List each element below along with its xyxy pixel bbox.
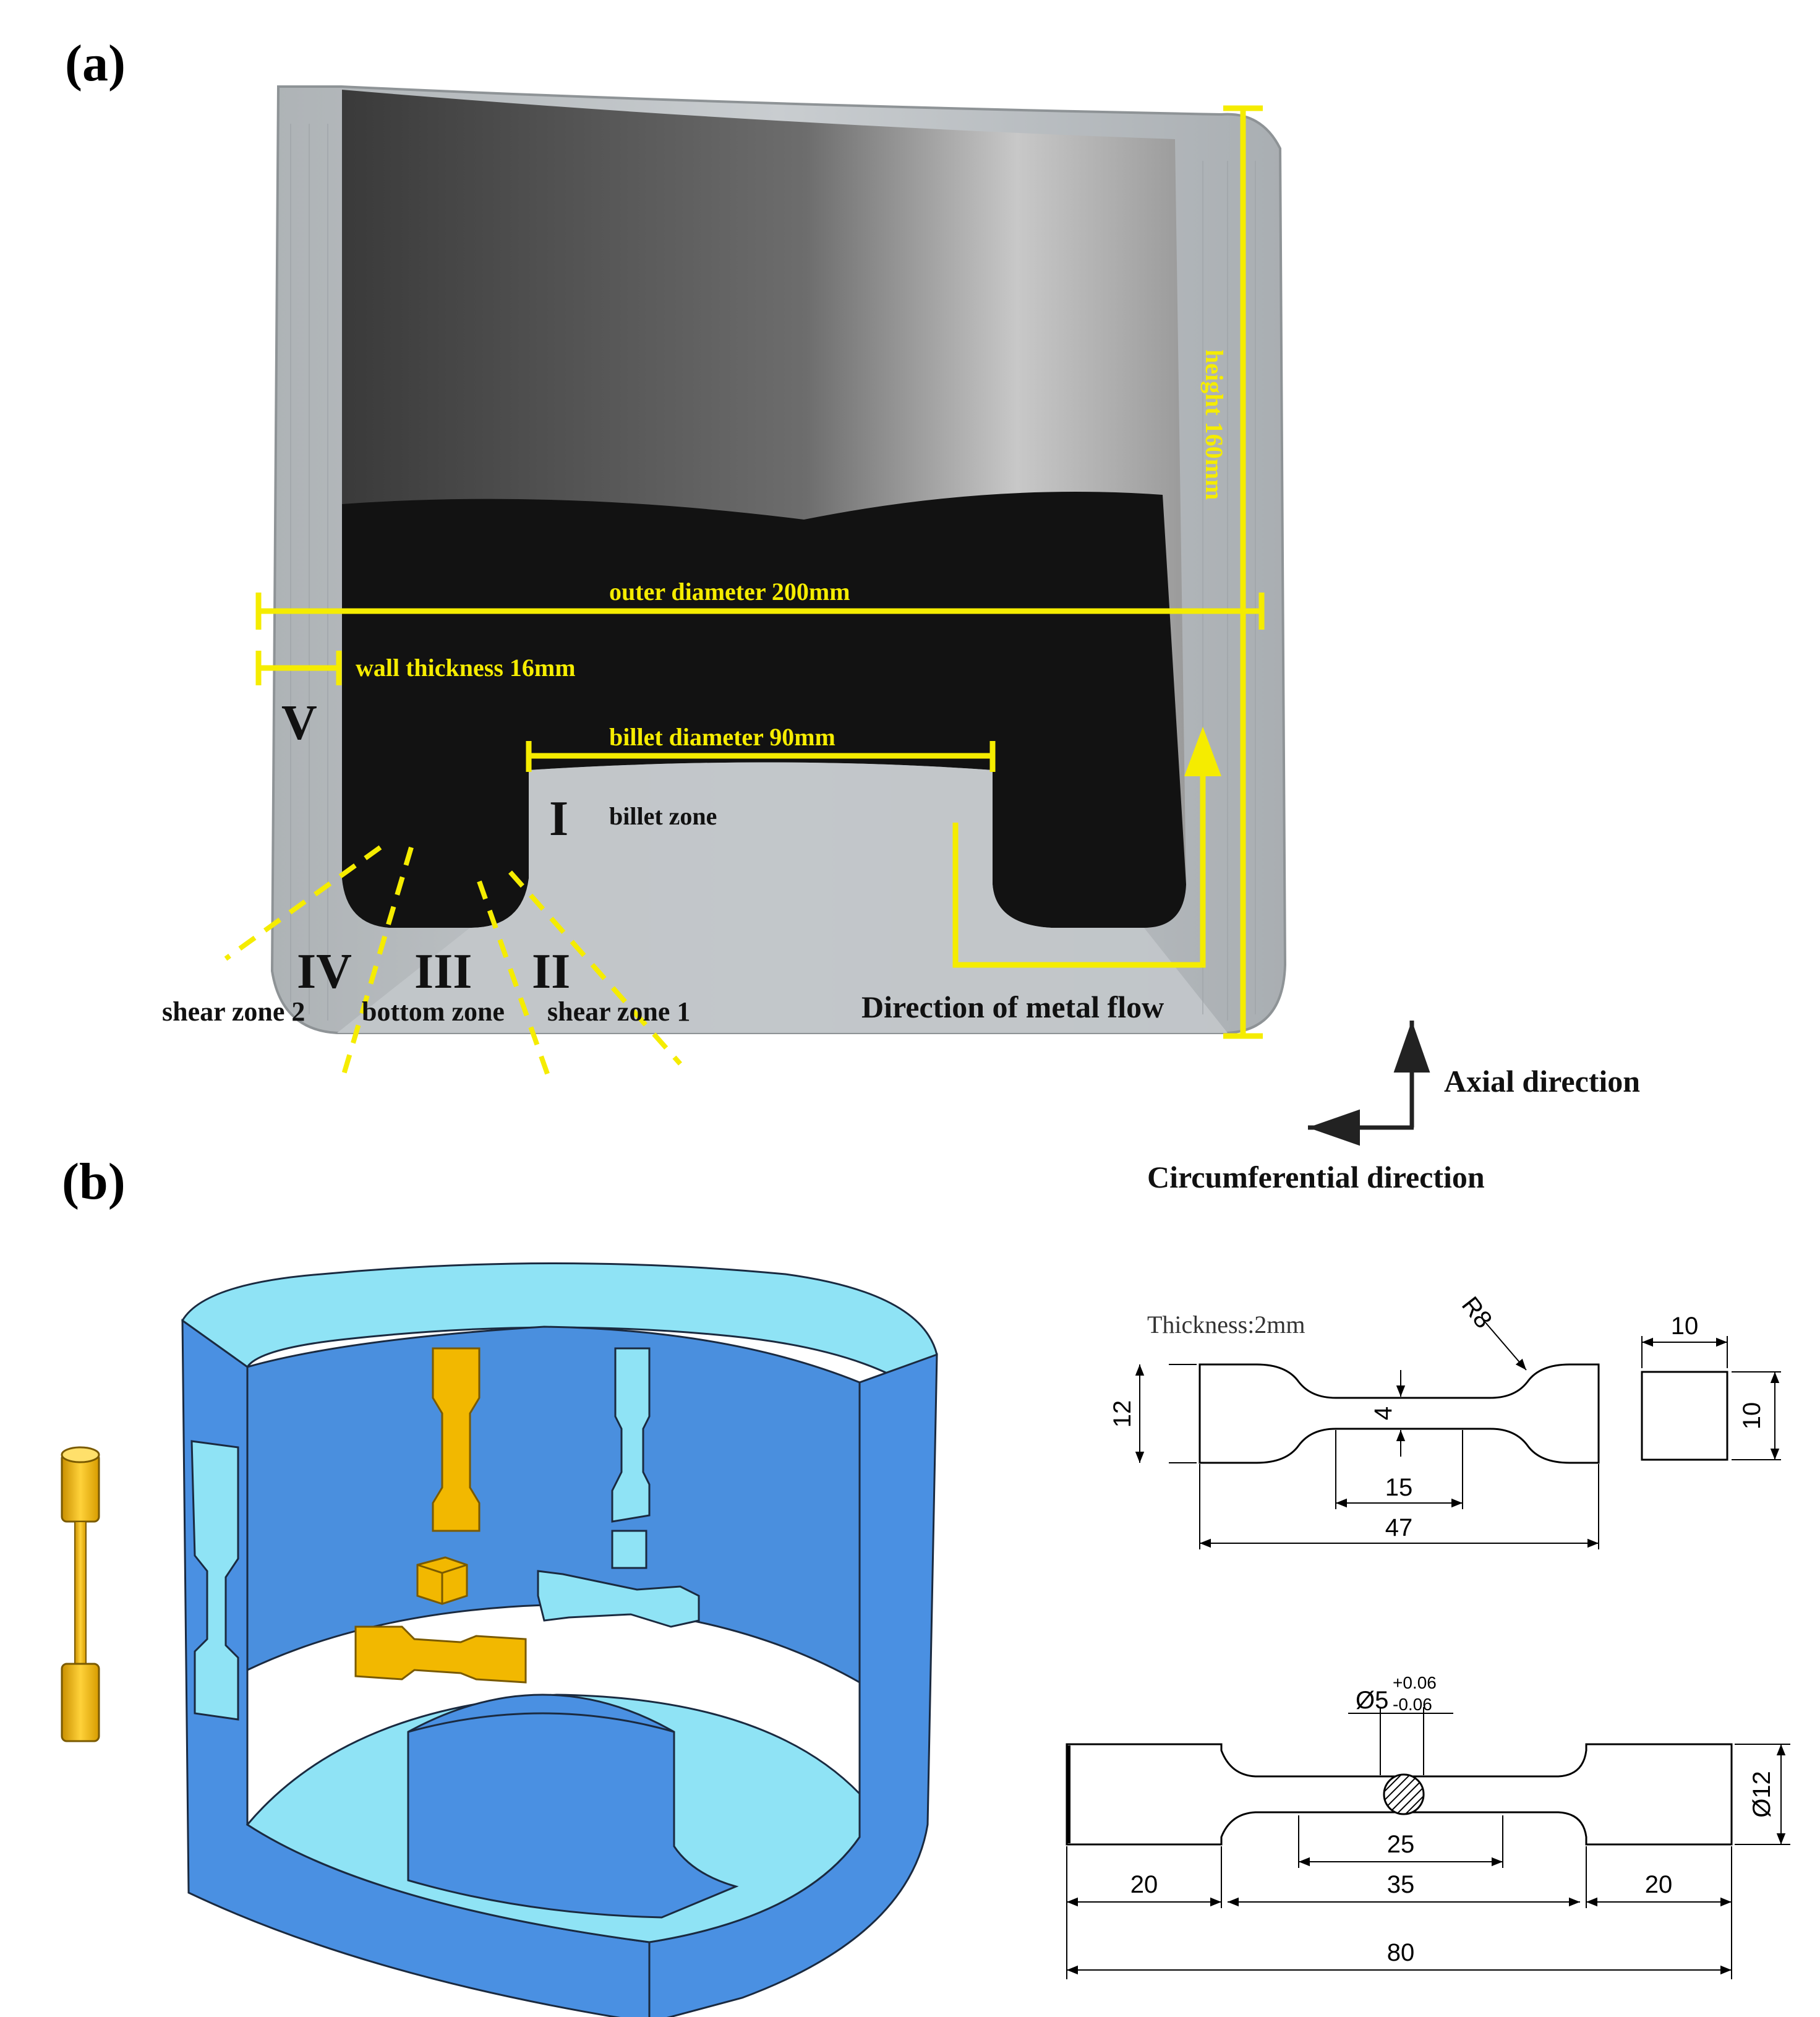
wall-thickness-label: wall thickness 16mm [356, 654, 576, 682]
billet-diameter-label: billet diameter 90mm [609, 723, 835, 751]
shear-zone-2-label: shear zone 2 [162, 996, 305, 1027]
part-rim [181, 1262, 938, 1390]
grip-right-label: 20 [1645, 1871, 1673, 1898]
bottom-zone-label: bottom zone [362, 996, 505, 1027]
zone-ii-label: II [532, 944, 570, 999]
panel-a-label: (a) [65, 35, 126, 92]
gauge-width-label: 4 [1370, 1407, 1397, 1420]
part-boss [407, 1694, 739, 1919]
axial-direction-label: Axial direction [1444, 1064, 1640, 1098]
panel-a-annotations [255, 105, 1265, 1039]
cube-height-label: 10 [1738, 1402, 1766, 1430]
thickness-note: Thickness:2mm [1147, 1311, 1305, 1338]
round-specimen-drawing [1066, 1707, 1790, 1979]
cutaway-3d-model [181, 1262, 938, 2017]
round-section-hatch [1383, 1773, 1425, 1815]
panel-b-label: (b) [62, 1153, 126, 1210]
part-inner-wall [246, 1325, 861, 1684]
grip-left-label: 20 [1130, 1871, 1158, 1898]
flat-specimen-outline [1198, 1363, 1600, 1464]
total-length-80-label: 80 [1387, 1939, 1415, 1966]
total-length-label: 47 [1385, 1514, 1413, 1541]
yellow-horizontal-specimen [354, 1625, 527, 1684]
tolerance-upper-label: +0.06 [1393, 1673, 1437, 1692]
metal-flow-label: Direction of metal flow [861, 990, 1164, 1024]
gauge-diameter-label: Ø5 [1356, 1687, 1388, 1714]
circumferential-direction-label: Circumferential direction [1147, 1160, 1485, 1194]
specimen-cutouts [190, 1347, 700, 1721]
metal-flow-arrowhead [1184, 727, 1221, 776]
zone-v-label: V [281, 696, 317, 750]
zone-boundaries [224, 845, 682, 1084]
reduced-length-label: 35 [1387, 1871, 1415, 1898]
cube-width-label: 10 [1671, 1313, 1699, 1340]
zone-i-label: I [549, 792, 568, 846]
billet-zone-label: billet zone [609, 802, 717, 830]
radius-label: R8 [1456, 1291, 1497, 1333]
gauge-length-25-label: 25 [1387, 1831, 1415, 1858]
forged-part-photo [270, 85, 1287, 1034]
cube-outline [1641, 1371, 1728, 1461]
zone-iv-label: IV [297, 944, 352, 999]
outer-diameter-label: outer diameter 200mm [609, 578, 850, 606]
grip-width-label: 12 [1109, 1400, 1136, 1428]
zone-iii-label: III [414, 944, 472, 999]
gauge-length-label: 15 [1385, 1474, 1413, 1501]
dark-deposit [342, 492, 1186, 928]
flat-specimen-drawing [1135, 1317, 1781, 1549]
round-specimen-outline [1066, 1743, 1733, 1846]
grip-diameter-label: Ø12 [1748, 1771, 1775, 1818]
yellow-flat-specimen [432, 1347, 481, 1532]
height-label: height 160mm [1200, 349, 1228, 500]
tolerance-lower-label: -0.06 [1393, 1695, 1432, 1714]
round-bar-specimen-3d [61, 1446, 100, 1742]
direction-axes [1308, 1021, 1430, 1146]
shear-zone-1-label: shear zone 1 [547, 996, 690, 1027]
machining-marks [290, 124, 1256, 1021]
metal-flow-path [952, 773, 1206, 968]
